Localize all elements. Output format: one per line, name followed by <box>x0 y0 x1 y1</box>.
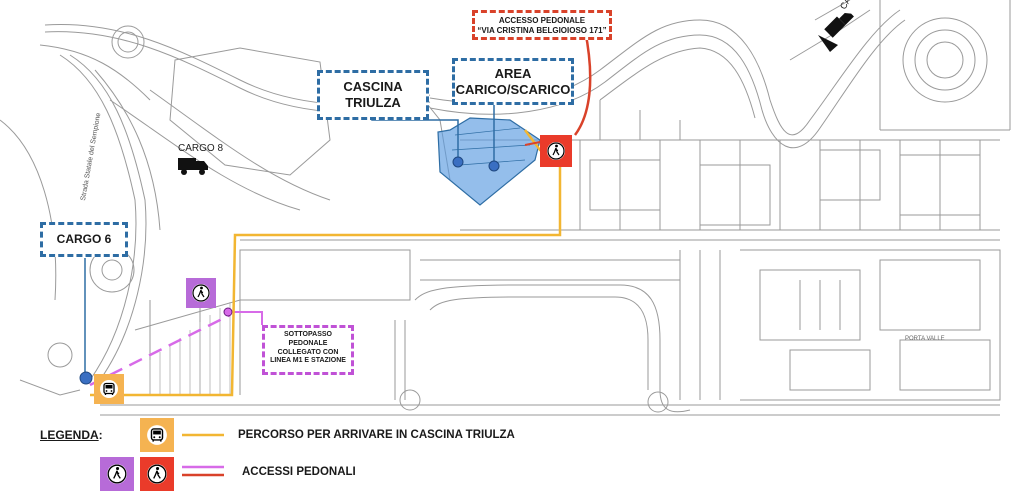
pedestrian-icon <box>107 464 127 484</box>
truck-icon <box>824 12 854 38</box>
bus-icon <box>100 380 118 398</box>
truck-icon <box>178 158 208 175</box>
legend-title-text: LEGENDA <box>40 428 99 442</box>
porta-valle-label: PORTA VALLE <box>905 336 945 342</box>
legend-pedestrian-red-square <box>140 457 174 491</box>
legend-bus-square <box>140 418 174 452</box>
pedestrian-access-red <box>540 135 572 167</box>
pedestrian-icon <box>147 464 167 484</box>
callout-cargo6: CARGO 6 <box>40 222 128 257</box>
legend-pedestrian-purple-square <box>100 457 134 491</box>
pedestrian-icon <box>192 284 210 302</box>
legend-pedestrian-lines <box>182 465 224 477</box>
cargo8-label: CARGO 8 <box>178 143 224 154</box>
pedestrian-access-purple <box>186 278 216 308</box>
legend-pedestrian-text: ACCESSI PEDONALI <box>242 466 356 478</box>
bus-stop-marker <box>94 374 124 404</box>
callout-area-carico-scarico: AREA CARICO/SCARICO <box>452 58 574 105</box>
callout-cascina-triulza: CASCINA TRIULZA <box>317 70 429 120</box>
bus-icon <box>147 425 167 445</box>
pedestrian-icon <box>547 142 565 160</box>
callout-sottopasso: SOTTOPASSO PEDONALE COLLEGATO CON LINEA … <box>262 325 354 375</box>
legend-route-text: PERCORSO PER ARRIVARE IN CASCINA TRIULZA <box>238 429 515 441</box>
legend-title-colon: : <box>98 428 103 442</box>
legend-route-line <box>182 433 224 437</box>
callout-accesso-pedonale: ACCESSO PEDONALE “VIA CRISTINA BELGIOIOS… <box>472 10 612 40</box>
legend-title: LEGENDA: <box>40 428 103 442</box>
